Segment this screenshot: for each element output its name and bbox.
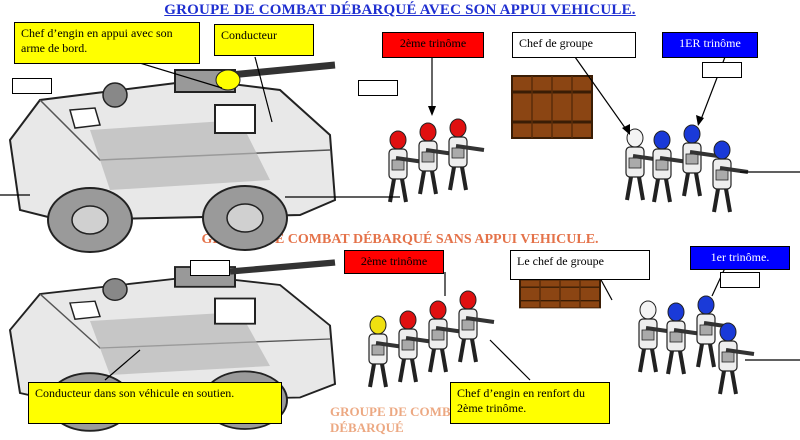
label-chef-engin-appui: Chef d’engin en appui avec son arme de b… bbox=[14, 22, 200, 64]
empty-box-top-mid bbox=[358, 80, 398, 96]
label-trinome1-top: 1ER trinôme bbox=[662, 32, 758, 58]
bottom-ghost-title: GROUPE DE COMBAT DÉBARQUÉ bbox=[330, 404, 468, 435]
empty-box-top-left bbox=[12, 78, 52, 94]
empty-box-bottom-right bbox=[720, 272, 760, 288]
empty-box-top-right bbox=[702, 62, 742, 78]
label-chef-groupe-top: Chef de groupe bbox=[512, 32, 636, 58]
label-chef-groupe-bottom: Le chef de groupe bbox=[510, 250, 650, 280]
top-title: GROUPE DE COMBAT DÉBARQUÉ AVEC SON APPUI… bbox=[164, 2, 636, 18]
label-trinome2-top: 2ème trinôme bbox=[382, 32, 484, 58]
middle-title: GROUPE DE COMBAT DÉBARQUÉ SANS APPUI VEH… bbox=[201, 232, 599, 247]
label-conducteur: Conducteur bbox=[214, 24, 314, 56]
label-trinome1-bottom: 1er trinôme. bbox=[690, 246, 790, 270]
label-conducteur-soutien: Conducteur dans son véhicule en soutien. bbox=[28, 382, 282, 424]
label-chef-engin-renfort: Chef d’engin en renfort du 2ème trinôme. bbox=[450, 382, 610, 424]
crate-top bbox=[510, 74, 594, 140]
label-trinome2-bottom: 2ème trinôme bbox=[344, 250, 444, 274]
crate-bottom bbox=[518, 278, 602, 310]
vab-vehicle-top bbox=[10, 65, 335, 252]
empty-box-bottom-left bbox=[190, 260, 230, 276]
